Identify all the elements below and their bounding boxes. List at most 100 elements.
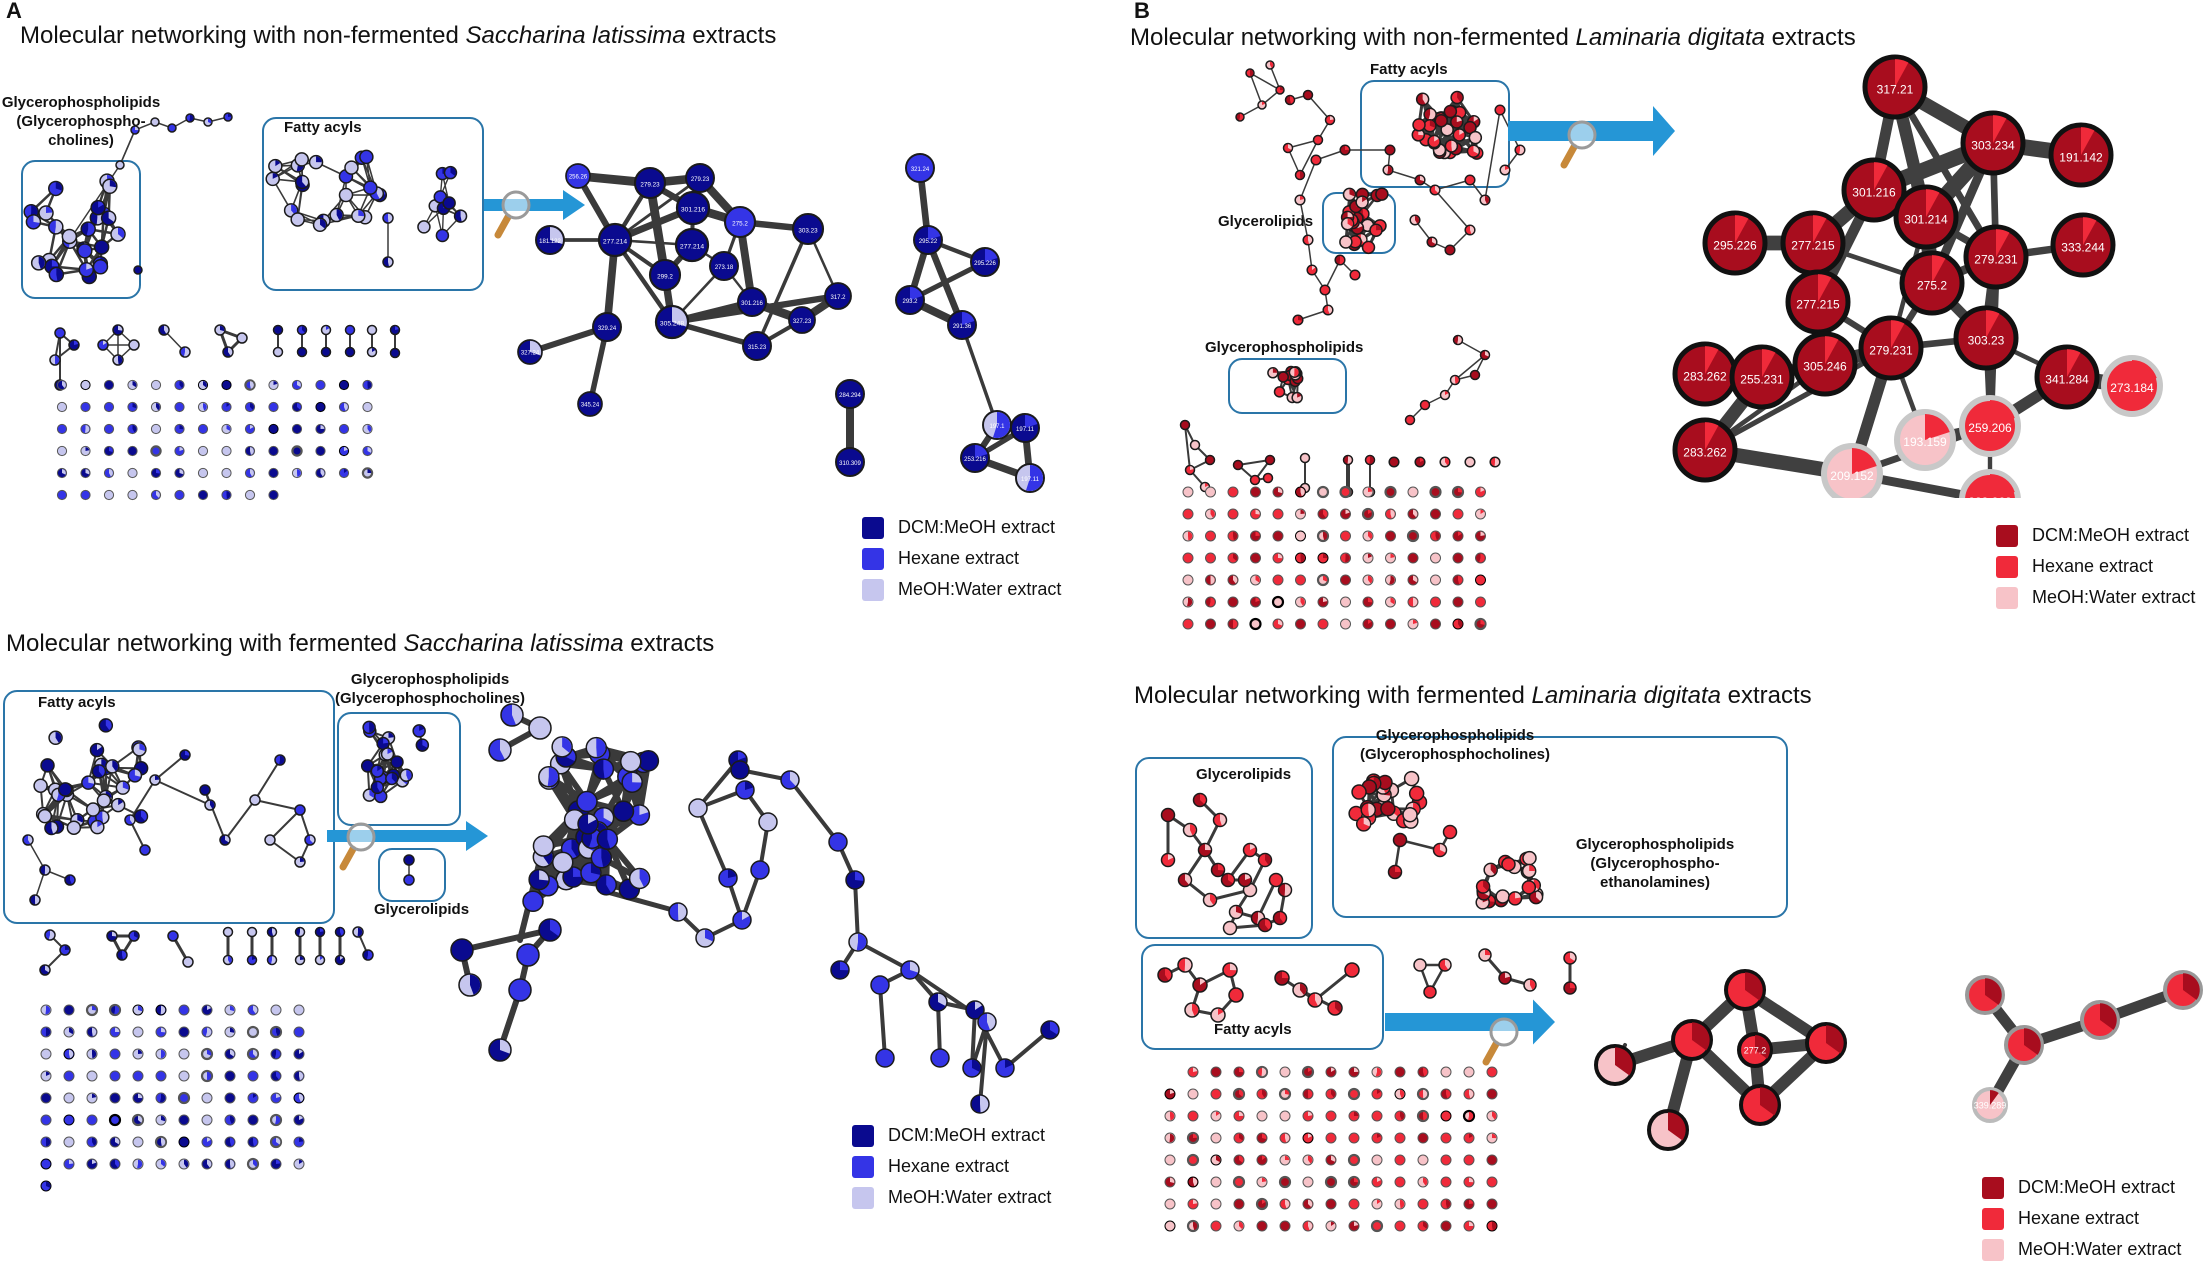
network-node: [1405, 772, 1419, 786]
singleton-node: [1318, 597, 1328, 607]
node-circle: [269, 446, 278, 455]
node-circle: [368, 326, 377, 335]
singleton-node: [104, 380, 113, 389]
network-node: [106, 760, 119, 773]
node-mz-label: 317.21: [1877, 83, 1914, 97]
singleton-node: [225, 1115, 235, 1125]
singleton-node: [1386, 509, 1396, 519]
network-node: [1451, 376, 1460, 385]
node-mz-label: 295.22: [919, 239, 938, 245]
singleton-node: [133, 1115, 143, 1125]
network-node: [1236, 113, 1244, 121]
singleton-node: [1453, 597, 1463, 607]
network-node: [931, 1049, 949, 1067]
node-circle: [1395, 1067, 1405, 1077]
singleton-node: [41, 1137, 51, 1147]
singleton-node: [110, 1137, 120, 1147]
singleton-node: [1165, 1089, 1175, 1099]
singleton-node: [225, 1137, 235, 1147]
singleton-node: [225, 1071, 235, 1081]
network-node: [2165, 972, 2201, 1008]
network-node: [1469, 132, 1481, 144]
network-node: [224, 956, 233, 965]
network-node: [107, 931, 117, 941]
singleton-node: [271, 1027, 281, 1037]
network-node: [517, 944, 539, 966]
network-node: [1807, 1024, 1845, 1062]
node-circle: [1296, 531, 1306, 541]
network-node: [1229, 988, 1243, 1002]
node-circle: [179, 1005, 189, 1015]
node-mz-label: 303.23: [798, 227, 818, 234]
singleton-node: [316, 446, 325, 455]
node-circle: [93, 260, 107, 274]
singleton-node: [269, 402, 278, 411]
singleton-node: [1234, 1177, 1244, 1187]
singleton-node: [363, 468, 372, 477]
node-circle: [1431, 553, 1441, 563]
singleton-node: [1228, 575, 1238, 585]
singleton-node: [1280, 1199, 1290, 1209]
singleton-node: [1465, 457, 1475, 467]
network-node: [336, 956, 345, 965]
node-circle: [1275, 387, 1285, 397]
network-node: [1289, 367, 1299, 377]
singleton-node: [222, 380, 231, 389]
node-circle: [509, 979, 531, 1001]
singleton-node: [294, 1159, 304, 1169]
node-circle: [97, 794, 110, 807]
singleton-node: [271, 1093, 281, 1103]
singleton-node: [1341, 509, 1351, 519]
network-node: [92, 765, 105, 778]
singleton-node: [222, 402, 231, 411]
singleton-node: [1165, 1221, 1175, 1231]
node-circle: [298, 348, 307, 357]
network-node: [391, 349, 400, 358]
network-node: [871, 976, 889, 994]
node-circle: [404, 855, 414, 865]
node-circle: [1188, 1111, 1198, 1121]
singleton-node: [41, 1115, 51, 1125]
singleton-node: [1386, 575, 1396, 585]
singleton-node: [1211, 1221, 1221, 1231]
node-circle: [294, 1027, 304, 1037]
zoom-arrow: [1385, 1000, 1555, 1045]
singleton-node: [1372, 1155, 1382, 1165]
singleton-node: [1408, 531, 1418, 541]
network-node: [305, 835, 315, 845]
singleton-node: [294, 1137, 304, 1147]
singleton-node: [1408, 553, 1418, 563]
network-node: [533, 836, 553, 856]
singleton-node: [1464, 1155, 1474, 1165]
node-circle: [128, 490, 137, 499]
network-node: [41, 759, 54, 772]
network-node: [1427, 237, 1437, 247]
network-node: [1275, 971, 1289, 985]
legend-label: Hexane extract: [2032, 556, 2153, 577]
swatch-dcm: [1982, 1177, 2004, 1199]
node-circle: [224, 928, 233, 937]
network-node: [1500, 165, 1510, 175]
singleton-node: [1395, 1221, 1405, 1231]
network-edge: [255, 760, 280, 800]
singleton-node: [1211, 1199, 1221, 1209]
node-circle: [1372, 1221, 1382, 1231]
node-circle: [1403, 808, 1417, 822]
node-circle: [1441, 1133, 1451, 1143]
network-node: [523, 891, 543, 911]
singleton-node: [1280, 1133, 1290, 1143]
network-node: [1264, 474, 1273, 483]
network-node: [591, 848, 611, 868]
network-node: [1308, 993, 1322, 1007]
singleton-node: [87, 1159, 97, 1169]
network-node: 301.216: [738, 288, 766, 316]
node-circle: [248, 1027, 258, 1037]
node-circle: [151, 118, 159, 126]
singleton-node: [198, 446, 207, 455]
network-node: [134, 266, 142, 274]
network-node: 303.234: [1963, 113, 2023, 173]
node-circle: [57, 424, 66, 433]
singleton-node: [269, 446, 278, 455]
network-node: [314, 218, 327, 231]
network-node: [368, 348, 377, 357]
